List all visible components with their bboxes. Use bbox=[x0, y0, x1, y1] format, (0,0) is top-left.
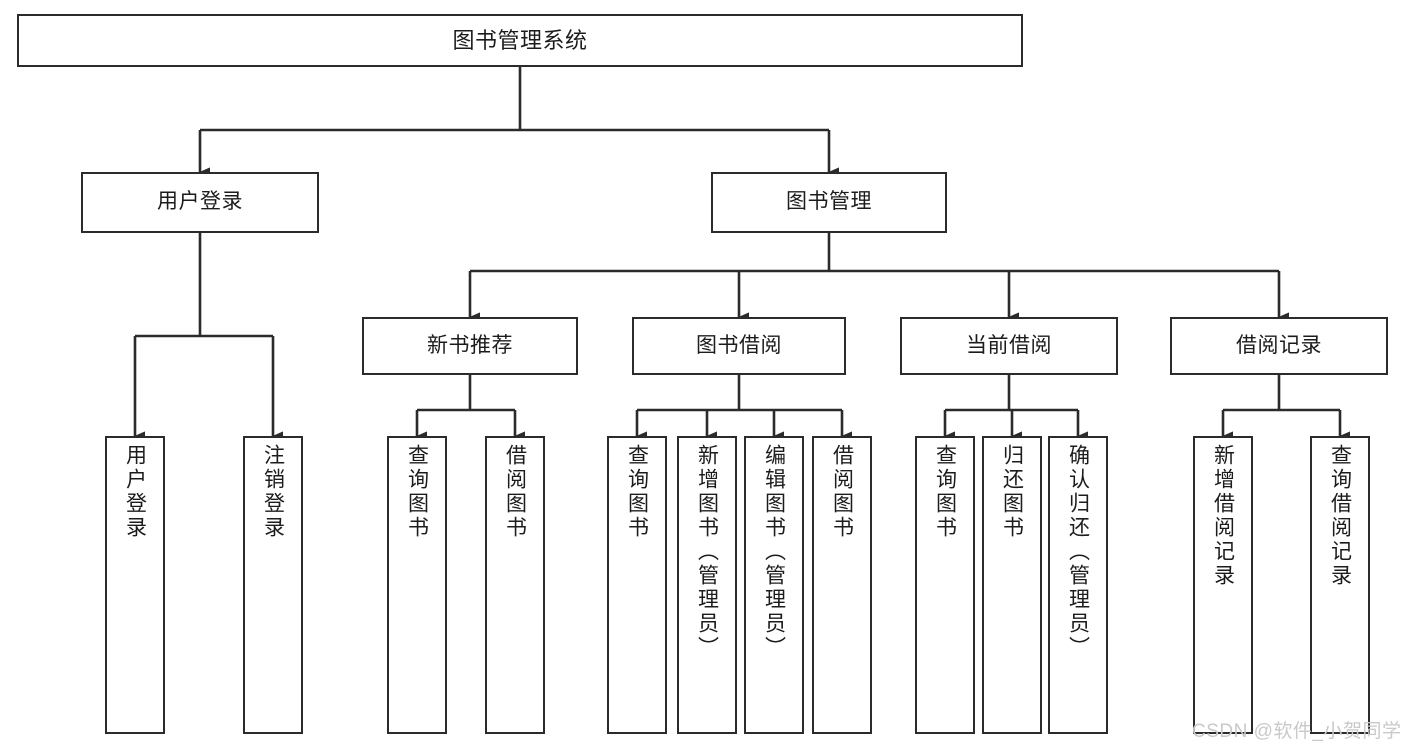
node-root[interactable]: 图书管理系统 bbox=[17, 14, 1023, 67]
node-leaf-add-book[interactable]: 新增图书（管理员） bbox=[677, 436, 737, 734]
node-label: 图书借阅 bbox=[696, 333, 782, 357]
node-label: 查询图书 bbox=[933, 444, 957, 540]
node-label: 查询图书 bbox=[405, 444, 429, 540]
node-label: 查询图书 bbox=[625, 444, 649, 540]
node-label: 图书管理系统 bbox=[452, 27, 588, 53]
node-leaf-query-book-3[interactable]: 查询图书 bbox=[915, 436, 975, 734]
node-label: 查询借阅记录 bbox=[1328, 444, 1352, 588]
node-label: 图书管理 bbox=[786, 190, 872, 214]
node-leaf-query-book-1[interactable]: 查询图书 bbox=[387, 436, 447, 734]
node-leaf-edit-book[interactable]: 编辑图书（管理员） bbox=[744, 436, 804, 734]
node-current[interactable]: 当前借阅 bbox=[900, 317, 1118, 375]
node-borrow[interactable]: 图书借阅 bbox=[632, 317, 846, 375]
node-label: 借阅图书 bbox=[830, 444, 854, 540]
node-leaf-logout[interactable]: 注销登录 bbox=[243, 436, 303, 734]
node-label: 新增图书（管理员） bbox=[695, 444, 719, 660]
node-leaf-query-record[interactable]: 查询借阅记录 bbox=[1310, 436, 1370, 734]
node-leaf-add-record[interactable]: 新增借阅记录 bbox=[1193, 436, 1253, 734]
node-leaf-query-book-2[interactable]: 查询图书 bbox=[607, 436, 667, 734]
node-leaf-borrow-book-1[interactable]: 借阅图书 bbox=[485, 436, 545, 734]
node-label: 用户登录 bbox=[123, 444, 147, 540]
node-label: 借阅记录 bbox=[1236, 333, 1322, 357]
node-label: 新增借阅记录 bbox=[1211, 444, 1235, 588]
node-leaf-borrow-book-2[interactable]: 借阅图书 bbox=[812, 436, 872, 734]
node-label: 归还图书 bbox=[1000, 444, 1024, 540]
node-label: 借阅图书 bbox=[503, 444, 527, 540]
node-leaf-user-login[interactable]: 用户登录 bbox=[105, 436, 165, 734]
node-login[interactable]: 用户登录 bbox=[81, 172, 319, 233]
node-newbook[interactable]: 新书推荐 bbox=[362, 317, 578, 375]
edges-group bbox=[133, 67, 1350, 441]
node-label: 确认归还（管理员） bbox=[1066, 444, 1090, 660]
node-label: 用户登录 bbox=[157, 190, 243, 214]
node-leaf-return-book[interactable]: 归还图书 bbox=[982, 436, 1042, 734]
node-label: 当前借阅 bbox=[966, 333, 1052, 357]
node-records[interactable]: 借阅记录 bbox=[1170, 317, 1388, 375]
node-label: 注销登录 bbox=[261, 444, 285, 540]
node-bookmgmt[interactable]: 图书管理 bbox=[711, 172, 947, 233]
node-leaf-confirm-return[interactable]: 确认归还（管理员） bbox=[1048, 436, 1108, 734]
node-label: 编辑图书（管理员） bbox=[762, 444, 786, 660]
node-label: 新书推荐 bbox=[427, 333, 513, 357]
